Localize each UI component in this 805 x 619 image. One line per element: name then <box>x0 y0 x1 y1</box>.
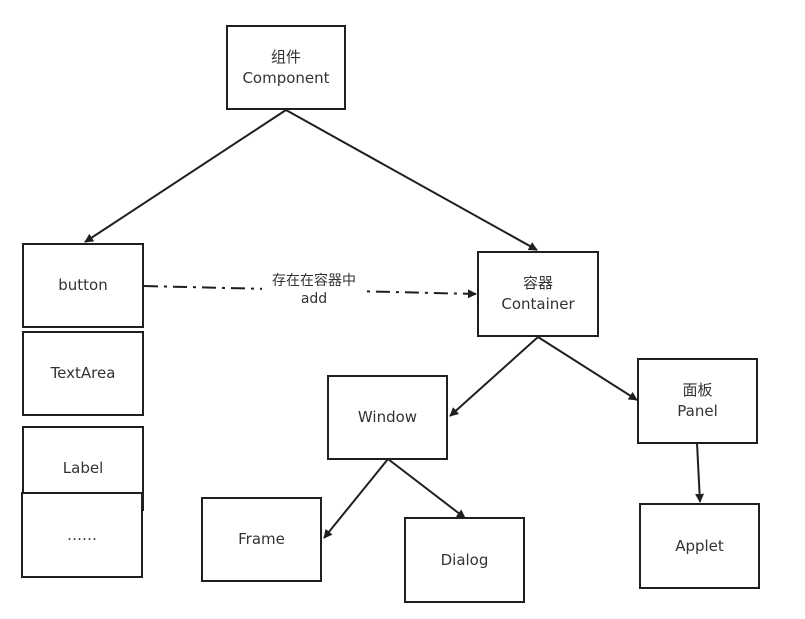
arrow-component-to-button <box>84 109 287 243</box>
container-node: 容器 Container <box>477 251 599 337</box>
panel-title-zh: 面板 <box>682 381 713 399</box>
dialog-node-label: Dialog <box>440 550 489 569</box>
container-title-zh: 容器 <box>522 274 553 292</box>
window-node: Window <box>327 375 448 460</box>
frame-node-label: Frame <box>238 530 285 548</box>
frame-node: Frame <box>201 497 322 582</box>
edge-label-add: 存在在容器中 add <box>262 272 366 308</box>
textarea-node-label: TextArea <box>50 364 116 382</box>
ellipsis-node: …… <box>21 492 143 578</box>
arrow-window-to-dialog <box>387 458 466 519</box>
component-title-en: Component <box>242 68 330 87</box>
button-node-label: button <box>58 276 108 294</box>
dialog-node: Dialog <box>404 517 525 603</box>
arrow-window-to-frame <box>323 458 389 539</box>
button-node: button <box>22 243 144 328</box>
edge-label-zh: 存在在容器中 <box>272 273 356 289</box>
arrow-container-to-panel <box>537 336 638 401</box>
applet-node-label: Applet <box>675 536 724 555</box>
arrow-container-to-window <box>449 336 539 417</box>
ellipsis-node-label: …… <box>67 525 97 544</box>
arrow-panel-to-applet <box>695 442 705 503</box>
textarea-node: TextArea <box>22 331 144 416</box>
applet-node: Applet <box>639 503 760 589</box>
label-node-label: Label <box>62 459 104 477</box>
container-title-en: Container <box>501 295 575 313</box>
panel-title-en: Panel <box>677 402 718 420</box>
component-title-zh: 组件 <box>270 47 301 66</box>
edge-label-en: add <box>300 291 328 307</box>
arrow-component-to-container <box>285 109 538 251</box>
component-node: 组件 Component <box>226 25 346 110</box>
window-node-label: Window <box>357 408 418 426</box>
panel-node: 面板 Panel <box>637 358 758 444</box>
